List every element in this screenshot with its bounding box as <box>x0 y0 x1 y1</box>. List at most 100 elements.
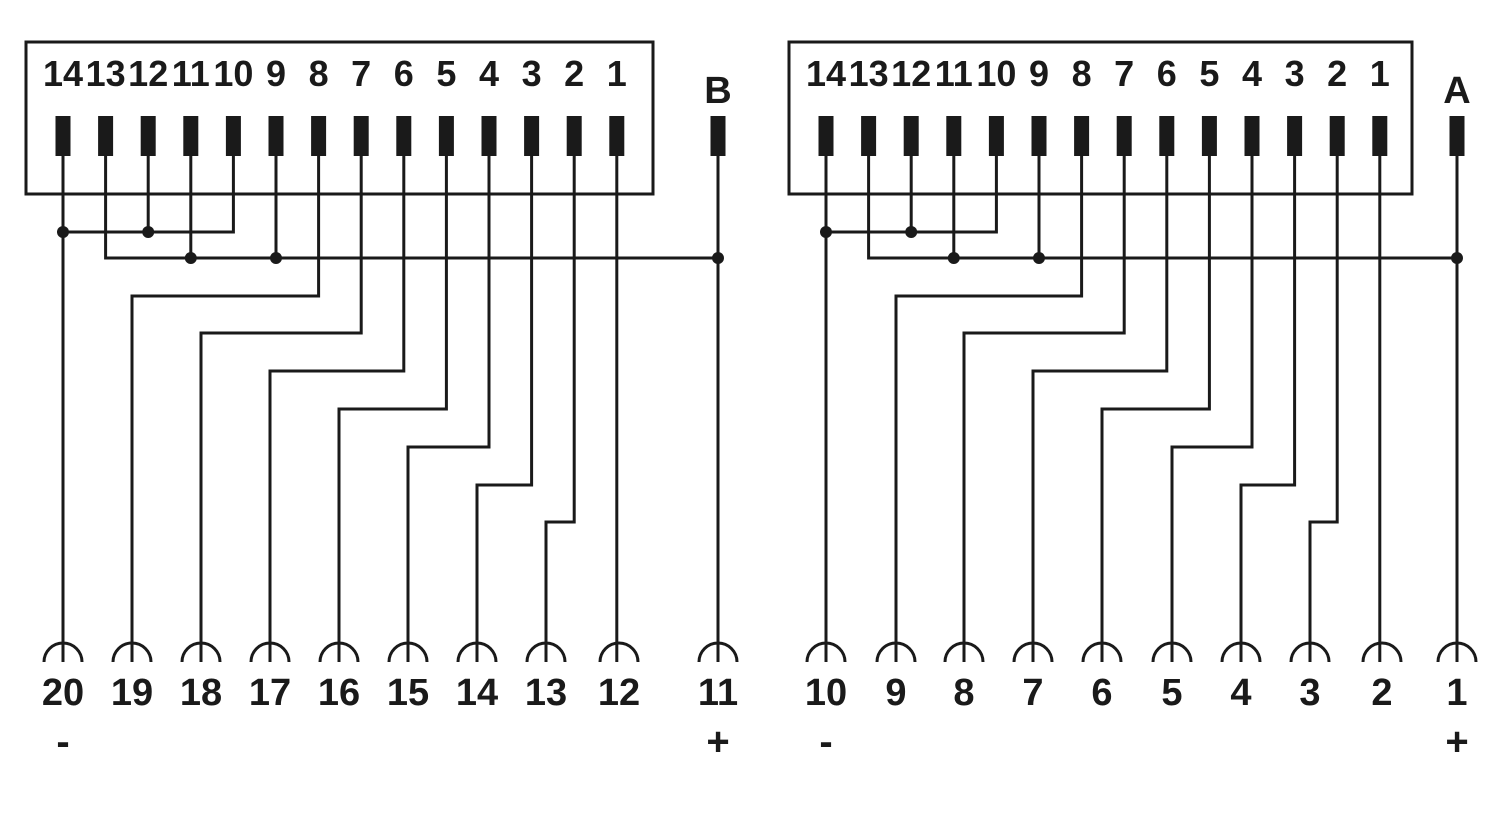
block-a-header-pin-label: 5 <box>1199 53 1219 94</box>
block-b-plus-sign: + <box>706 720 729 764</box>
block-b-header-pin <box>609 116 625 156</box>
block-a-header-pin <box>1074 116 1090 156</box>
block-b-terminal-label: 20 <box>42 672 84 714</box>
block-b-header-pin-label: 2 <box>564 53 584 94</box>
block-a-header-pin-label: 12 <box>891 53 931 94</box>
block-a-header-box <box>787 40 1414 196</box>
block-b-terminal <box>387 641 429 663</box>
block-a-header-pin-label: 4 <box>1242 53 1262 94</box>
block-a-terminal <box>1361 641 1403 663</box>
block-a-header-pin <box>1287 116 1303 156</box>
block-a-header-pin <box>1031 116 1047 156</box>
block-b-terminal-label: 16 <box>318 672 360 714</box>
block-b-header-pin <box>353 116 369 156</box>
block-b-header-pin <box>438 116 454 156</box>
block-b-junction-node <box>184 252 197 264</box>
block-a-connector-label: A <box>1443 70 1470 112</box>
block-a-terminal <box>1220 641 1262 663</box>
block-b-connector-label: B <box>704 70 731 112</box>
block-a-terminal-label: 5 <box>1161 672 1182 714</box>
block-a-header-pin <box>1329 116 1345 156</box>
block-b-header-pin-label: 9 <box>266 53 286 94</box>
block-b-terminal-label: 18 <box>180 672 222 714</box>
block-b-minus-sign: - <box>56 720 69 764</box>
block-b-header-pin-label: 6 <box>394 53 414 94</box>
block-a-terminal-label: 1 <box>1446 672 1467 714</box>
block-b-header-pin-label: 13 <box>86 53 126 94</box>
block-b-header-pin-label: 3 <box>522 53 542 94</box>
block-a-terminal-label: 2 <box>1371 672 1392 714</box>
block-a-header-pin-label: 10 <box>976 53 1016 94</box>
block-a-header-pin-label: 11 <box>935 53 973 94</box>
block-b-terminal-label: 14 <box>456 672 498 714</box>
block-b-terminal <box>111 641 153 663</box>
block-a-header-pin <box>903 116 919 156</box>
block-b-terminal <box>697 641 739 663</box>
block-a-header-pin-label: 14 <box>806 53 846 94</box>
block-a-connector-pin <box>1449 116 1465 156</box>
block-a-header-pin <box>988 116 1004 156</box>
block-a-junction-node <box>905 226 918 238</box>
block-a-plus-sign: + <box>1445 720 1468 764</box>
block-b-header-pin-label: 11 <box>172 53 210 94</box>
block-a-header-pin-label: 8 <box>1072 53 1092 94</box>
block-a-terminal-label: 10 <box>805 672 847 714</box>
block-a-terminal <box>943 641 985 663</box>
block-b-header-pin <box>55 116 71 156</box>
block-a-header-pin <box>861 116 877 156</box>
block-a-header-pin <box>1159 116 1175 156</box>
block-b-header-pin-label: 7 <box>351 53 371 94</box>
block-a-header-pin <box>946 116 962 156</box>
block-a-header-pin <box>1244 116 1260 156</box>
block-b-header-pin <box>268 116 284 156</box>
block-b-header-pin-label: 1 <box>607 53 627 94</box>
block-a-header-pin-label: 7 <box>1114 53 1134 94</box>
block-b-header-pin <box>98 116 114 156</box>
block-b-header-pin <box>481 116 497 156</box>
block-a-header-pin <box>1372 116 1388 156</box>
block-b-terminal-label: 13 <box>525 672 567 714</box>
block-b-terminal <box>598 641 640 663</box>
block-a-terminal <box>875 641 917 663</box>
block-b-junction-node <box>712 252 724 264</box>
block-a-terminal <box>1151 641 1193 663</box>
block-a-header-pin <box>1201 116 1217 156</box>
block-b-wires <box>61 156 720 662</box>
block-b-junction-node <box>270 252 282 264</box>
block-a-terminal-label: 7 <box>1022 672 1043 714</box>
block-a-terminal <box>1012 641 1054 663</box>
block-b-header-pin <box>140 116 156 156</box>
block-a-terminal-label: 3 <box>1299 672 1320 714</box>
block-b-header-pin-label: 14 <box>43 53 83 94</box>
block-b-junction-node <box>142 226 155 238</box>
block-b-header-pin-label: 10 <box>213 53 253 94</box>
block-b-terminal <box>525 641 567 663</box>
block-a-terminal <box>1436 641 1478 663</box>
block-a-terminal <box>1081 641 1123 663</box>
block-a-junction-node <box>1033 252 1045 264</box>
block-a-header-pin-label: 3 <box>1285 53 1305 94</box>
block-b-header-box <box>24 40 655 196</box>
block-b-header-pin-label: 4 <box>479 53 499 94</box>
block-a-header-pin-label: 9 <box>1029 53 1049 94</box>
block-b-header-pin <box>524 116 540 156</box>
block-a-terminal <box>1289 641 1331 663</box>
block-a-header-pin <box>1116 116 1132 156</box>
block-a-terminal-label: 9 <box>885 672 906 714</box>
block-b-header-pin-label: 12 <box>128 53 168 94</box>
block-a-terminal-label: 4 <box>1230 672 1251 714</box>
block-a-terminal-label: 6 <box>1091 672 1112 714</box>
block-b-junction-node <box>57 226 69 238</box>
block-a-junction-node <box>947 252 960 264</box>
block-a-header-pin-label: 2 <box>1327 53 1347 94</box>
block-b-terminal-label: 11 <box>698 672 738 714</box>
block-b-terminal <box>180 641 222 663</box>
block-a-header-pin-label: 6 <box>1157 53 1177 94</box>
block-b-terminal <box>249 641 291 663</box>
block-a-header-pin <box>818 116 834 156</box>
block-b-header-pin-label: 5 <box>436 53 456 94</box>
block-b-terminal-label: 19 <box>111 672 153 714</box>
